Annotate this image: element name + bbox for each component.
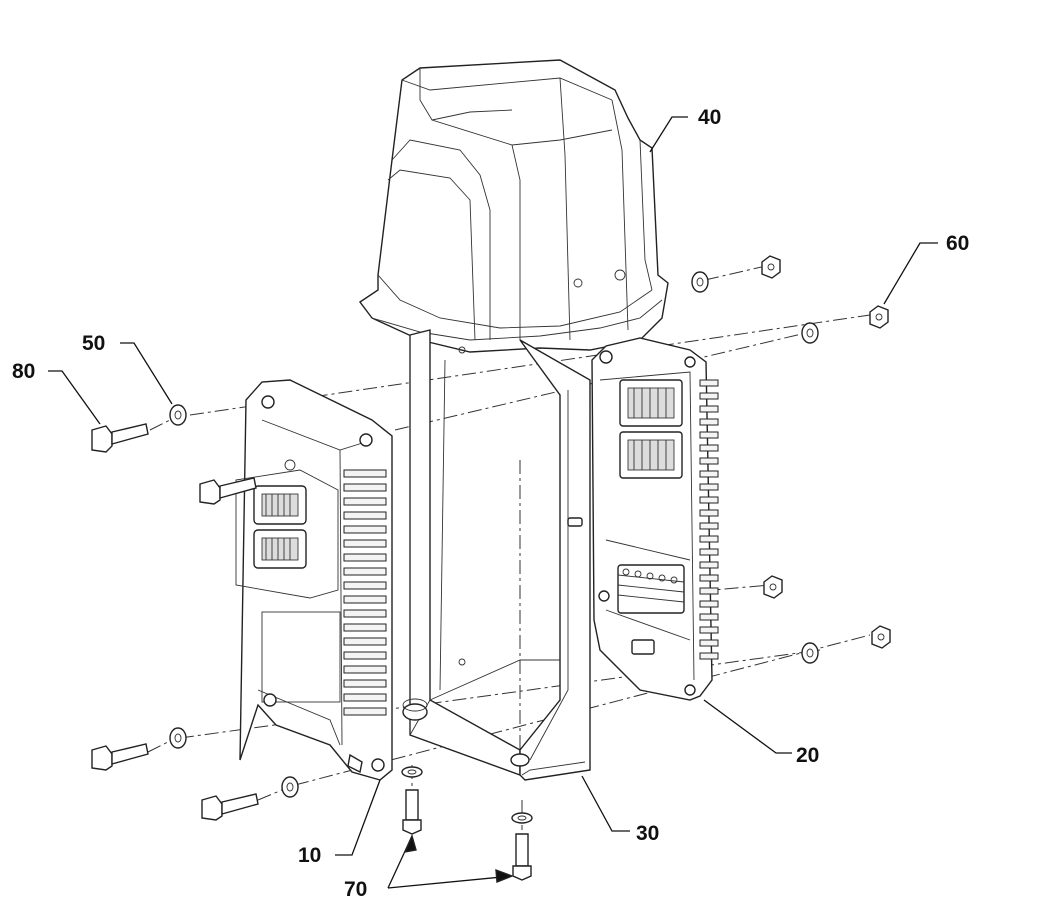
nut-60-b: [869, 305, 889, 329]
callouts: 40 60 50 80 20 30 10 70: [12, 106, 969, 901]
top-cover-part: [358, 59, 669, 354]
front-module-part: [235, 379, 393, 781]
cooling-fins-front: [343, 469, 387, 716]
nut-60-d: [871, 625, 891, 649]
callout-40: 40: [698, 106, 721, 129]
washer-50-bottom: [281, 776, 299, 798]
bolt-80-upper: [91, 423, 149, 453]
washer-right-b: [801, 322, 819, 344]
cooling-fins-rear: [699, 379, 719, 660]
callout-60: 60: [946, 232, 969, 255]
nut-60-c: [763, 575, 783, 599]
callout-70: 70: [344, 878, 367, 901]
washer-50-upper: [169, 404, 187, 426]
leader-lines: [48, 116, 938, 889]
rear-terminal-block: [617, 564, 685, 614]
washer-right-c: [801, 642, 819, 664]
connector-pins-lower: [261, 537, 299, 561]
callout-80: 80: [12, 360, 35, 383]
bolt-80-module: [199, 477, 257, 505]
callout-30: 30: [636, 822, 659, 845]
bolt-70-right: [511, 812, 533, 881]
rear-module-part: [591, 337, 719, 701]
callout-50: 50: [82, 332, 105, 355]
washer-50-lower: [169, 727, 187, 749]
callout-20: 20: [796, 744, 819, 767]
bolt-80-lower: [91, 743, 149, 771]
connector-pins-upper: [261, 493, 299, 517]
mounting-bracket-part: [402, 329, 591, 781]
nut-60-a: [761, 255, 781, 279]
bolt-70-left: [401, 766, 423, 835]
callout-10: 10: [298, 844, 321, 867]
bolt-80-bottom: [201, 793, 259, 821]
washer-right-a: [691, 271, 709, 293]
rear-connector-pins: [627, 387, 675, 471]
